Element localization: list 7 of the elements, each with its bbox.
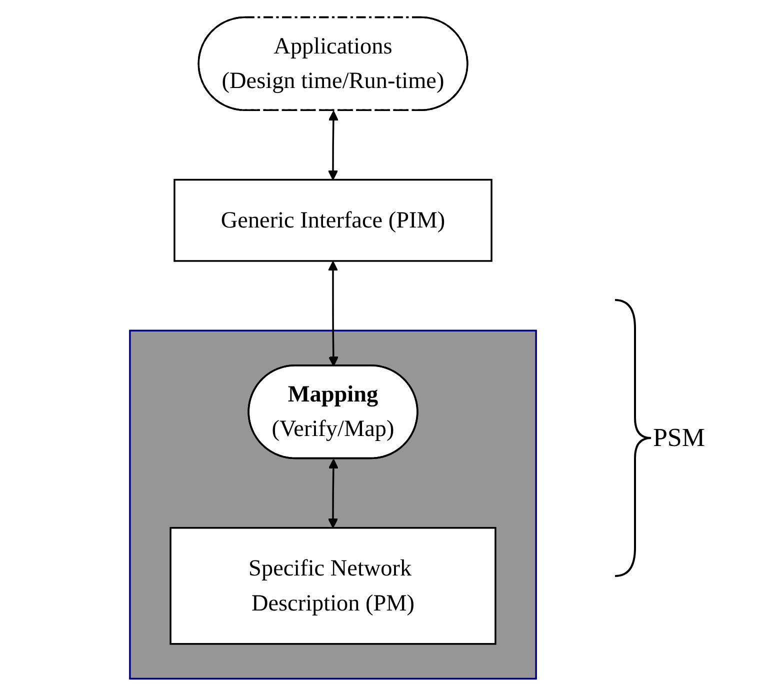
arrow bbox=[328, 110, 338, 180]
arrow bbox=[328, 260, 338, 366]
node-box: Specific Network Description (PM) bbox=[170, 527, 496, 645]
node-box: Generic Interface (PIM) bbox=[174, 178, 492, 262]
arrow bbox=[328, 458, 338, 528]
bracket-label: PSM bbox=[652, 423, 706, 452]
cluster bbox=[129, 330, 537, 680]
